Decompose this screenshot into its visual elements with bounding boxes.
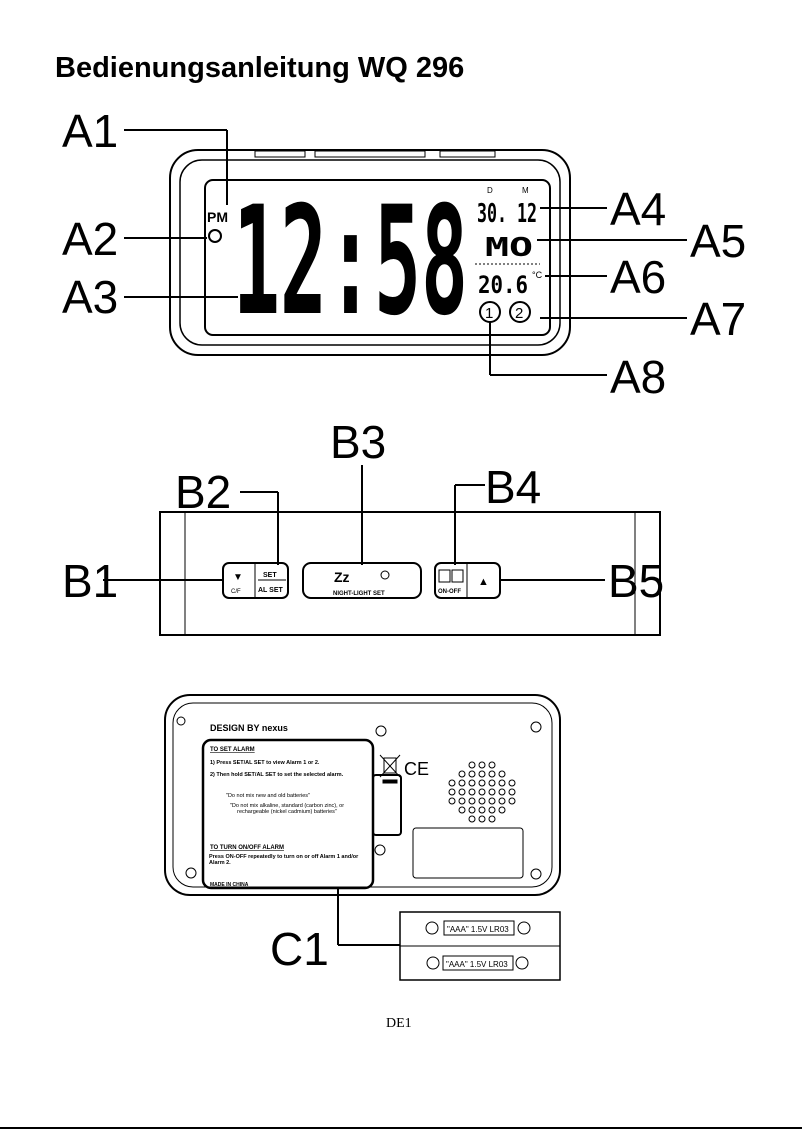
alarm-toggle-button-label[interactable]: ON-OFF [438,589,461,595]
label-a6: A6 [610,251,666,303]
alarm2-icon [509,301,531,323]
speaker-hole [488,761,496,769]
speaker-hole [498,806,506,814]
label-a3: A3 [62,271,118,323]
speaker-hole [468,797,476,805]
battery-warning-2-box: "Do not mix alkaline, standard (carbon z… [229,803,345,815]
battery-1-label: "AAA" 1.5V LR03 [447,925,509,934]
document-title: Bedienungsanleitung WQ 296 [55,52,465,84]
label-b2: B2 [175,466,231,518]
toggle-alarm-text-box: Press ON-OFF repeatedly to turn on or of… [209,854,359,866]
speaker-grille [448,761,516,823]
speaker-hole [478,797,486,805]
label-a4: A4 [610,183,666,235]
speaker-hole [478,788,486,796]
speaker-hole [458,779,466,787]
day-marker: D [487,186,493,195]
label-a1: A1 [62,105,118,157]
speaker-hole [468,761,476,769]
page-bottom-divider [0,1127,802,1129]
label-a5: A5 [690,215,746,267]
speaker-hole [488,788,496,796]
label-b5: B5 [608,555,664,607]
label-b3: B3 [330,416,386,468]
battery-2-label: "AAA" 1.5V LR03 [446,960,508,969]
month-marker: M [522,186,529,195]
set-alarm-step1: 1) Press SET/AL SET to view Alarm 1 or 2… [210,760,320,766]
speaker-hole [458,806,466,814]
speaker-hole [498,797,506,805]
label-a7: A7 [690,293,746,345]
speaker-hole [508,797,516,805]
speaker-hole [458,770,466,778]
toggle-alarm-heading: TO TURN ON/OFF ALARM [210,845,284,851]
up-button-symbol[interactable]: ▲ [478,576,489,588]
speaker-hole [458,797,466,805]
speaker-hole [488,797,496,805]
speaker-hole [478,806,486,814]
label-a8: A8 [610,351,666,403]
label-b4: B4 [485,461,541,513]
speaker-hole [508,788,516,796]
speaker-hole [448,779,456,787]
set-alarm-heading: TO SET ALARM [210,747,255,753]
speaker-hole [468,779,476,787]
speaker-hole [488,806,496,814]
label-b1: B1 [62,555,118,607]
weekday-display: MO [485,233,533,263]
speaker-hole [478,815,486,823]
speaker-hole [448,788,456,796]
speaker-hole [468,806,476,814]
battery-warning-1: "Do not mix new and old batteries" [226,793,310,799]
page-number: DE1 [386,1016,412,1031]
temperature-unit: °C [532,270,543,280]
set-button-bottom[interactable]: AL SET [258,587,283,594]
nightlight-button-symbol[interactable]: Zz [334,569,350,585]
speaker-hole [478,779,486,787]
alarm1-icon [479,301,501,323]
speaker-hole [468,815,476,823]
weee-bin-icon [379,754,401,784]
nightlight-button-label: NIGHT-LIGHT SET [333,591,385,597]
label-a2: A2 [62,213,118,265]
date-display: 30. 12 [477,199,537,229]
clock-time: 12:58 [233,175,468,349]
ce-mark: CE [404,759,429,779]
toggle-alarm-text: Press ON-OFF repeatedly to turn on or of… [209,854,359,866]
alarm2-number: 2 [515,305,523,322]
speaker-hole [478,770,486,778]
speaker-hole [468,788,476,796]
speaker-hole [458,788,466,796]
battery-warning-2: "Do not mix alkaline, standard (carbon z… [229,803,345,815]
speaker-hole [488,770,496,778]
made-in-china: MADE IN CHINA [210,882,249,888]
speaker-hole [488,779,496,787]
speaker-hole [488,815,496,823]
front-view-diagram [124,129,687,376]
speaker-hole [498,770,506,778]
speaker-hole [478,761,486,769]
set-alarm-step2: 2) Then hold SET/AL SET to set the selec… [210,772,344,778]
speaker-hole [498,779,506,787]
back-view-diagram [164,694,561,981]
pm-indicator: PM [207,209,228,225]
label-c1: C1 [270,923,329,975]
speaker-hole [468,770,476,778]
speaker-hole [448,797,456,805]
speaker-hole [498,788,506,796]
down-button-label: C/F [231,589,241,595]
temperature-display: 20.6 [478,271,528,299]
top-view-diagram [103,465,661,636]
back-brand: DESIGN BY nexus [210,723,288,733]
alarm1-number: 1 [485,305,493,322]
set-button-top[interactable]: SET [263,572,277,579]
speaker-hole [508,779,516,787]
down-button-symbol[interactable]: ▼ [233,572,243,583]
